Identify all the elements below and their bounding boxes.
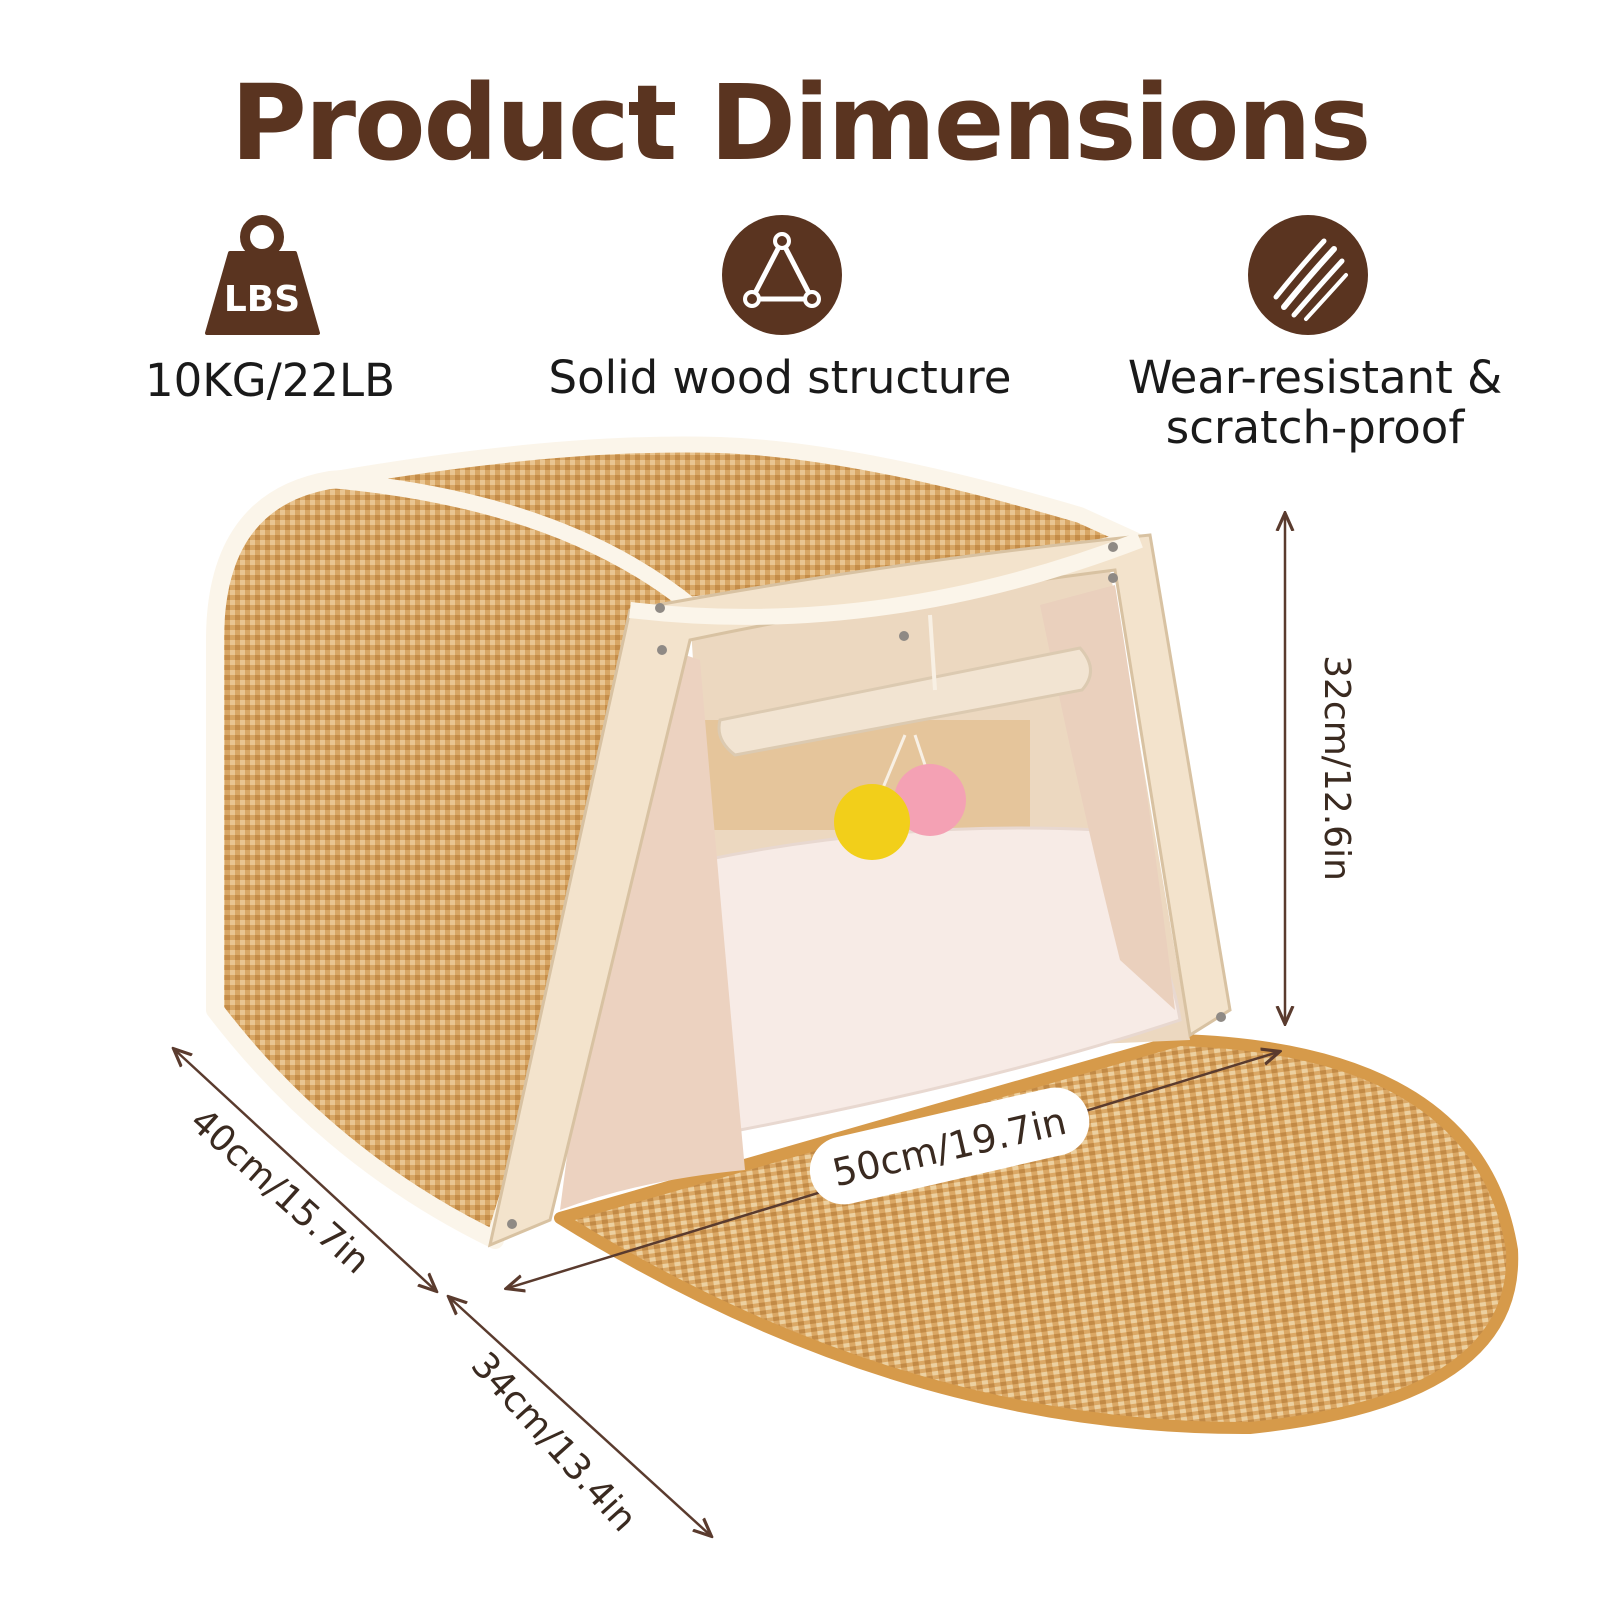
scratch-label-line1: Wear-resistant & — [1127, 351, 1503, 404]
claw-scratch-icon — [1248, 215, 1368, 335]
mat-depth-dimension: 34cm/13.4in — [450, 1298, 710, 1540]
yellow-ball — [834, 784, 910, 860]
height-dimension: 32cm/12.6in — [1285, 515, 1357, 1022]
lbs-icon-text: LBS — [224, 279, 300, 320]
weight-label: 10KG/22LB — [144, 354, 395, 407]
pink-ball — [894, 764, 966, 836]
width-label-pill — [809, 1087, 1090, 1205]
mat-depth-label: 34cm/13.4in — [463, 1345, 645, 1540]
weight-lbs-icon: LBS — [205, 215, 320, 335]
scratch-label-line2: scratch-proof — [1165, 401, 1465, 454]
hanging-toy — [717, 614, 1092, 860]
height-label: 32cm/12.6in — [1316, 655, 1357, 881]
page-title: Product Dimensions — [230, 62, 1372, 184]
triangle-structure-icon — [722, 215, 842, 335]
structure-label: Solid wood structure — [548, 351, 1012, 404]
